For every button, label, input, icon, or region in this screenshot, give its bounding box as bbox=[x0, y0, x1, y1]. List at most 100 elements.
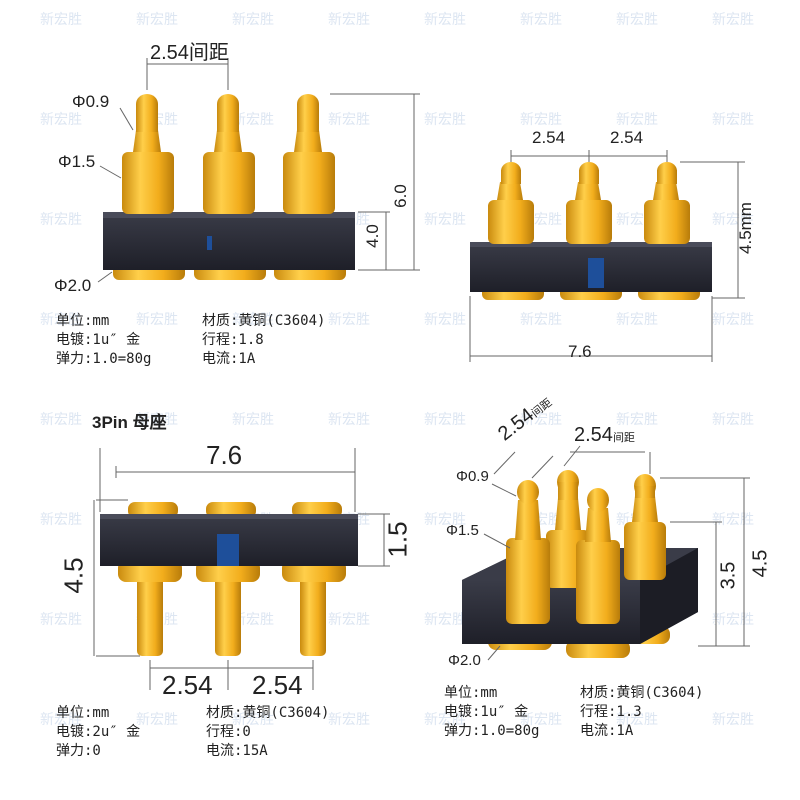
tl-pitch-label: 2.54间距 bbox=[150, 42, 229, 64]
bl-specs: 单位:mm 电镀:2u″ 金 弹力:0 bbox=[56, 704, 140, 761]
br-spec-stroke: 行程:1.3 bbox=[580, 704, 642, 720]
bl-spec-material: 材质:黄铜(C3604) bbox=[206, 705, 330, 721]
watermark-text: 新宏胜 bbox=[40, 712, 82, 728]
bl-body-h: 1.5 bbox=[382, 521, 413, 558]
tr-pitch-2: 2.54 bbox=[610, 128, 644, 147]
watermark-text: 新宏胜 bbox=[712, 12, 754, 28]
br-pitch-2-suffix: 间距 bbox=[612, 431, 635, 444]
watermark-text: 新宏胜 bbox=[520, 112, 562, 128]
bl-specs-right: 材质:黄铜(C3604) 行程:0 电流:15A bbox=[206, 704, 329, 761]
watermark-text: 新宏胜 bbox=[424, 612, 466, 628]
watermark-text: 新宏胜 bbox=[136, 412, 178, 428]
watermark-text: 新宏胜 bbox=[520, 312, 562, 328]
br-spec-plating: 电镀:1u″ 金 bbox=[444, 704, 529, 720]
bl-height: 4.5 bbox=[58, 557, 89, 594]
watermark-text: 新宏胜 bbox=[616, 312, 658, 328]
pogo-pin-3pin-side-view bbox=[469, 150, 745, 362]
watermark-text: 新宏胜 bbox=[712, 712, 754, 728]
br-pitch-2: 2.54间距 bbox=[574, 424, 635, 447]
br-specs-right: 材质:黄铜(C3604) 行程:1.3 电流:1A bbox=[580, 684, 703, 741]
watermark-text: 新宏胜 bbox=[424, 212, 466, 228]
bl-spec-stroke: 行程:0 bbox=[206, 724, 251, 740]
tr-width: 7.6 bbox=[568, 342, 592, 361]
watermark-text: 新宏胜 bbox=[232, 12, 274, 28]
br-spec-current: 电流:1A bbox=[580, 723, 634, 739]
watermark-text: 新宏胜 bbox=[136, 312, 178, 328]
watermark-text: 新宏胜 bbox=[40, 112, 82, 128]
watermark-text: 新宏胜 bbox=[712, 612, 754, 628]
tl-dim-4: 4.0 bbox=[363, 224, 382, 248]
watermark-text: 新宏胜 bbox=[520, 712, 562, 728]
female-socket-3pin bbox=[93, 448, 390, 690]
bl-width: 7.6 bbox=[206, 440, 243, 470]
bl-heading: 3Pin 母座 bbox=[92, 413, 167, 432]
pogo-pin-3pin-front-view bbox=[97, 58, 420, 283]
watermark-text: 新宏胜 bbox=[328, 112, 370, 128]
watermark-text: 新宏胜 bbox=[40, 612, 82, 628]
watermark-text: 新宏胜 bbox=[232, 412, 274, 428]
tl-spec-stroke: 行程:1.8 bbox=[202, 332, 264, 348]
br-spec-unit: 单位:mm bbox=[444, 685, 498, 701]
br-dim-45: 4.5 bbox=[749, 549, 772, 578]
watermark-text: 新宏胜 bbox=[616, 112, 658, 128]
bl-spec-force: 弹力:0 bbox=[56, 743, 101, 759]
watermark-text: 新宏胜 bbox=[424, 112, 466, 128]
watermark-text: 新宏胜 bbox=[136, 712, 178, 728]
watermark-text: 新宏胜 bbox=[616, 712, 658, 728]
watermark-text: 新宏胜 bbox=[712, 512, 754, 528]
br-pitch-2-value: 2.54 bbox=[574, 424, 613, 446]
watermark-text: 新宏胜 bbox=[328, 712, 370, 728]
watermark-text: 新宏胜 bbox=[616, 412, 658, 428]
tl-specs-right: 材质:黄铜(C3604) 行程:1.8 电流:1A bbox=[202, 312, 325, 369]
watermark-text: 新宏胜 bbox=[424, 312, 466, 328]
watermark-text: 新宏胜 bbox=[424, 412, 466, 428]
watermark-text: 新宏胜 bbox=[328, 312, 370, 328]
watermark-text: 新宏胜 bbox=[328, 612, 370, 628]
watermark-text: 新宏胜 bbox=[232, 312, 274, 328]
br-phi-mid: Φ1.5 bbox=[446, 522, 479, 539]
bl-pitch-2: 2.54 bbox=[252, 670, 303, 700]
watermark-text: 新宏胜 bbox=[40, 12, 82, 28]
tl-phi-mid: Φ1.5 bbox=[58, 152, 96, 171]
br-spec-material: 材质:黄铜(C3604) bbox=[580, 685, 704, 701]
br-phi-tip: Φ0.9 bbox=[456, 468, 489, 485]
br-phi-base: Φ2.0 bbox=[448, 652, 481, 669]
br-dim-35: 3.5 bbox=[717, 561, 740, 590]
tl-dim-6: 6.0 bbox=[391, 184, 410, 208]
watermark-text: 新宏胜 bbox=[520, 412, 562, 428]
watermark-text: 新宏胜 bbox=[40, 512, 82, 528]
br-specs: 单位:mm 电镀:1u″ 金 弹力:1.0=80g bbox=[444, 684, 539, 741]
watermark-text: 新宏胜 bbox=[328, 12, 370, 28]
tl-phi-base: Φ2.0 bbox=[54, 276, 92, 295]
watermark-text: 新宏胜 bbox=[232, 612, 274, 628]
watermark-text: 新宏胜 bbox=[712, 112, 754, 128]
watermark-text: 新宏胜 bbox=[40, 412, 82, 428]
watermark-text: 新宏胜 bbox=[136, 12, 178, 28]
watermark-text: 新宏胜 bbox=[424, 712, 466, 728]
tr-height: 4.5mm bbox=[736, 202, 755, 254]
tl-spec-plating: 电镀:1u″ 金 bbox=[56, 332, 141, 348]
watermark-text: 新宏胜 bbox=[712, 312, 754, 328]
bl-spec-current: 电流:15A bbox=[206, 743, 268, 759]
watermark-text: 新宏胜 bbox=[232, 712, 274, 728]
bl-spec-unit: 单位:mm bbox=[56, 705, 110, 721]
br-spec-force: 弹力:1.0=80g bbox=[444, 723, 540, 739]
tl-spec-current: 电流:1A bbox=[202, 351, 256, 367]
watermark-text: 新宏胜 bbox=[40, 212, 82, 228]
watermark-text: 新宏胜 bbox=[712, 212, 754, 228]
tl-spec-force: 弹力:1.0=80g bbox=[56, 351, 152, 367]
tl-specs: 单位:mm 电镀:1u″ 金 弹力:1.0=80g bbox=[56, 312, 151, 369]
watermark-text: 新宏胜 bbox=[328, 412, 370, 428]
pogo-pin-4pin-iso-view bbox=[462, 445, 750, 661]
watermark-grid: 新宏胜新宏胜新宏胜新宏胜新宏胜新宏胜新宏胜新宏胜新宏胜新宏胜新宏胜新宏胜新宏胜新… bbox=[40, 12, 754, 728]
watermark-text: 新宏胜 bbox=[520, 12, 562, 28]
bl-spec-plating: 电镀:2u″ 金 bbox=[56, 724, 141, 740]
tl-spec-material: 材质:黄铜(C3604) bbox=[202, 313, 326, 329]
watermark-text: 新宏胜 bbox=[232, 112, 274, 128]
tl-phi-tip: Φ0.9 bbox=[72, 92, 110, 111]
tr-pitch-1: 2.54 bbox=[532, 128, 566, 147]
watermark-text: 新宏胜 bbox=[40, 312, 82, 328]
watermark-text: 新宏胜 bbox=[424, 512, 466, 528]
bl-pitch-1: 2.54 bbox=[162, 670, 213, 700]
